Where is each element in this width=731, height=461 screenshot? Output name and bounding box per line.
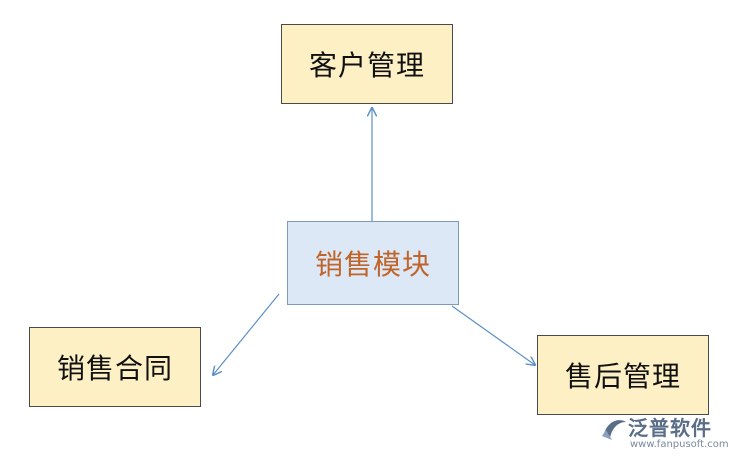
node-label: 销售合同: [56, 352, 173, 385]
logo-url: www.fanpusoft.com: [630, 439, 729, 450]
node-label: 售后管理: [564, 360, 681, 393]
node-label: 销售模块: [314, 248, 431, 281]
node-label: 客户管理: [308, 49, 425, 82]
node-sales-module: 销售模块: [287, 221, 459, 305]
node-sales-contract: 销售合同: [29, 327, 201, 407]
logo-text: 泛普软件: [628, 416, 712, 440]
arrow-to-left: [213, 293, 280, 375]
logo-icon: [602, 420, 626, 440]
arrow-to-right: [451, 305, 535, 365]
watermark-logo: 泛普软件 www.fanpusoft.com: [600, 412, 729, 456]
node-after-sales-management: 售后管理: [537, 335, 709, 415]
node-customer-management: 客户管理: [281, 24, 453, 104]
